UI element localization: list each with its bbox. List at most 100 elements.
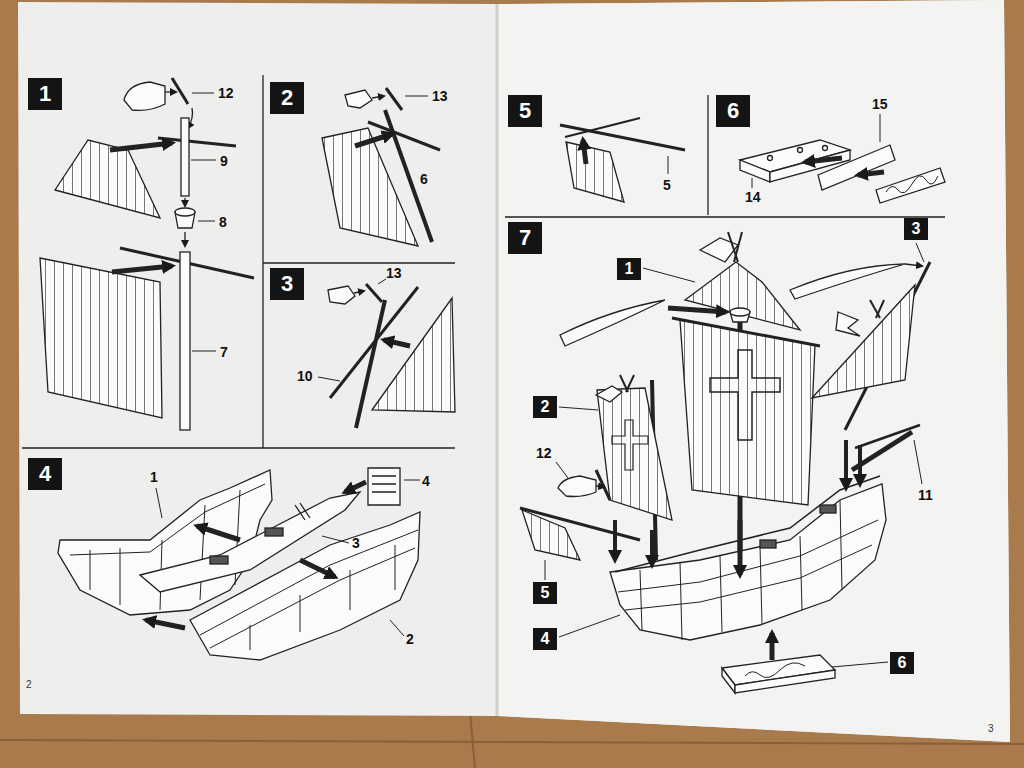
step-number-text: 1	[39, 83, 51, 105]
callout-number: 4	[541, 631, 550, 647]
step7-ship-part	[905, 264, 922, 266]
leader-lines-part	[559, 615, 620, 637]
step6-drawing-part	[798, 148, 803, 153]
step7-ship-part	[710, 350, 780, 440]
step7-ship-part	[735, 670, 835, 693]
step7-ship-part	[738, 520, 743, 575]
step3-drawing-part	[366, 284, 382, 302]
step4-drawing-part	[190, 512, 420, 660]
step5-drawing-part	[566, 142, 624, 202]
step7-ship-part	[597, 388, 672, 520]
callout-number: 5	[541, 585, 550, 601]
table-background-part	[0, 740, 1024, 744]
paper-sheet	[18, 0, 1010, 742]
step5-drawing	[560, 118, 685, 202]
step4-drawing	[58, 468, 420, 660]
step1-drawing	[40, 78, 254, 430]
leader-lines-part	[914, 440, 922, 484]
step7-ship-part	[596, 486, 604, 487]
step7-ship-part	[745, 663, 805, 678]
step1-drawing-part	[184, 232, 185, 246]
part-number: 12	[536, 446, 552, 460]
callout-number: 6	[898, 655, 907, 671]
step-number: 7	[508, 222, 542, 254]
step7-ship-part	[626, 375, 634, 392]
step3-drawing-part	[378, 279, 386, 284]
part-number: 13	[432, 89, 448, 103]
step1-drawing-part	[184, 198, 185, 206]
step7-ship-part	[770, 633, 775, 660]
step7-ship-part	[558, 476, 596, 497]
step-number-text: 3	[281, 273, 293, 295]
step-number: 6	[716, 95, 750, 127]
callout-number: 2	[541, 399, 550, 415]
step7-ship-part	[870, 300, 880, 318]
step6-drawing-part	[818, 145, 895, 190]
part-number: 6	[420, 172, 428, 186]
panel-dividers-part	[263, 262, 455, 263]
step6-drawing-part	[823, 146, 828, 151]
leader-lines-part	[545, 560, 546, 580]
leader-lines-part	[556, 462, 568, 478]
step4-drawing-part	[146, 620, 185, 628]
paper-sheet-part	[498, 0, 1010, 742]
table-background-part	[470, 712, 475, 768]
step7-ship-part	[680, 320, 815, 505]
callout-box: 4	[533, 628, 557, 650]
step6-drawing	[740, 114, 945, 203]
step-number: 3	[270, 268, 304, 300]
step7-ship-part	[760, 540, 776, 548]
step7-ship-part	[820, 505, 836, 513]
part-number: 14	[745, 190, 761, 204]
step7-ship	[520, 232, 930, 693]
step7-ship-part	[610, 484, 886, 640]
step4-drawing-part	[156, 488, 162, 518]
step4-drawing-part	[265, 528, 283, 536]
step1-drawing-part	[192, 351, 216, 352]
step2-drawing-part	[405, 96, 428, 97]
step3-drawing-part	[328, 286, 355, 304]
step7-ship-part	[858, 445, 862, 484]
part-number: 8	[219, 215, 227, 229]
step4-drawing-part	[390, 620, 404, 636]
leader-lines-part	[832, 662, 888, 667]
step7-ship-part	[596, 470, 610, 500]
step5-drawing-part	[565, 118, 640, 137]
step-number: 5	[508, 95, 542, 127]
step6-drawing-part	[768, 156, 773, 161]
part-number: 2	[406, 632, 414, 646]
step4-drawing-part	[300, 560, 335, 577]
step7-ship-part	[812, 285, 915, 398]
step6-drawing-part	[805, 158, 842, 162]
step7-ship-part	[734, 232, 742, 262]
part-number: 10	[297, 369, 313, 383]
step3-drawing	[318, 279, 455, 428]
step6-drawing-part	[858, 172, 884, 175]
step2-drawing-part	[385, 110, 432, 242]
panel-dividers-part	[262, 75, 263, 448]
step7-ship-part	[685, 262, 800, 330]
part-number: 1	[150, 470, 158, 484]
step3-drawing-part	[354, 291, 364, 293]
step-number: 2	[270, 82, 304, 114]
page-number: 2	[26, 680, 32, 690]
step7-ship-part	[836, 312, 860, 336]
step1-drawing-part	[172, 78, 188, 104]
leader-lines-part	[559, 407, 598, 410]
part-number: 15	[872, 97, 888, 111]
step-number-text: 2	[281, 87, 293, 109]
step1-drawing-part	[112, 266, 172, 272]
step1-drawing-part	[191, 160, 216, 161]
step3-drawing-part	[372, 298, 455, 412]
leader-lines-part	[916, 243, 924, 262]
callout-box: 5	[533, 582, 557, 604]
step4-drawing-part	[295, 503, 310, 520]
step-number-text: 4	[39, 463, 51, 485]
step4-drawing-part	[210, 556, 228, 564]
step1-drawing-part	[181, 118, 189, 196]
step5-drawing-part	[583, 140, 586, 164]
part-number: 3	[352, 536, 360, 550]
